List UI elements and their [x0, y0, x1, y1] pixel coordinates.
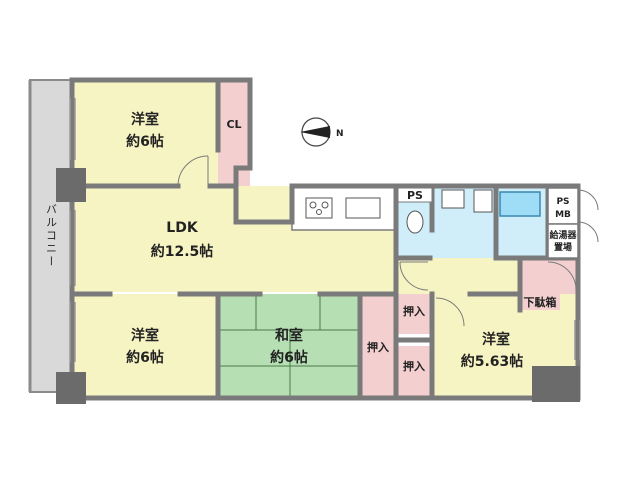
western-room-bottom: [72, 294, 218, 398]
room-label-oshiire-left: 押入: [367, 340, 389, 354]
room-label-ps-top: PS: [407, 189, 423, 202]
sink-icon: [345, 197, 381, 219]
room-label-western-bottom: 洋室: [131, 327, 159, 344]
room-size-japanese: 約6帖: [270, 349, 308, 366]
room-label-ps-mb-1: PS: [556, 197, 569, 207]
kitchen-counter: [291, 185, 397, 231]
room-label-western-top: 洋室: [131, 111, 159, 128]
ps-mb-box: [547, 187, 579, 225]
room-label-geta: 下駄箱: [524, 295, 557, 309]
column-top-left: [56, 168, 86, 202]
room-size-western-right: 約5.63帖: [461, 353, 524, 370]
oshiire-top: [396, 294, 432, 334]
oshiire-left: [360, 294, 396, 398]
room-size-western-top: 約6帖: [126, 133, 164, 150]
boiler-box: [547, 223, 579, 259]
compass-icon: N: [300, 117, 344, 147]
room-label-balcony: バルコニー: [45, 204, 58, 269]
room-label-cl: CL: [226, 118, 241, 131]
room-size-ldk: 約12.5帖: [151, 243, 214, 260]
room-size-western-bottom: 約6帖: [126, 349, 164, 366]
entrance: [520, 258, 578, 294]
toilet-icon: [406, 210, 424, 234]
western-room-top: [72, 80, 218, 186]
column-bottom-right: [532, 366, 580, 402]
room-label-boiler-2: 置場: [554, 241, 572, 253]
room-label-ps-mb-2: MB: [555, 210, 571, 220]
washbasin-icon: [441, 189, 465, 209]
ps-top-box: [397, 187, 433, 203]
geta-box: [520, 294, 560, 310]
stove-icon: [305, 197, 333, 219]
corridor: [396, 258, 520, 294]
room-label-ldk: LDK: [166, 220, 199, 236]
bathtub-icon: [499, 191, 541, 217]
room-label-oshiire-top: 押入: [403, 304, 425, 318]
column-bottom-left: [56, 372, 86, 404]
oshiire-bottom: [396, 346, 432, 398]
room-label-western-right: 洋室: [482, 331, 510, 348]
room-label-japanese: 和室: [275, 327, 303, 344]
room-label-oshiire-bottom: 押入: [403, 359, 425, 373]
japanese-room: [218, 294, 360, 398]
svg-text:N: N: [336, 129, 344, 139]
washer-icon: [473, 189, 493, 213]
room-label-boiler-1: 給湯器: [549, 229, 577, 241]
